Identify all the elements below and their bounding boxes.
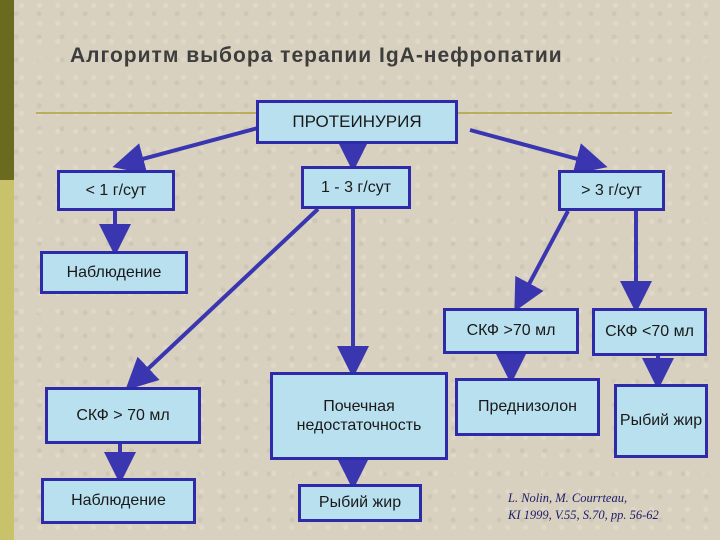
- node-observation-top: Наблюдение: [40, 251, 188, 294]
- node-renal-failure: Почечная недостаточность: [270, 372, 448, 460]
- arrow-to-gfr-gt70-left: [125, 207, 320, 391]
- node-lt1: < 1 г/сут: [57, 170, 175, 211]
- arrow-to-lt1: [112, 126, 259, 175]
- node-gfr-gt70-right: СКФ >70 мл: [443, 308, 579, 354]
- sidebar-accent: [0, 0, 14, 540]
- node-fish-oil-bottom: Рыбий жир: [298, 484, 422, 522]
- node-prednisolone: Преднизолон: [455, 378, 600, 436]
- reference-citation: L. Nolin, M. Courrteau, KI 1999, V.55, S…: [508, 490, 708, 524]
- node-gt3: > 3 г/сут: [558, 170, 665, 211]
- node-mid: 1 - 3 г/сут: [301, 166, 411, 209]
- node-gfr-gt70-left: СКФ > 70 мл: [45, 387, 201, 444]
- sidebar-accent-top: [0, 0, 14, 180]
- reference-line-1: L. Nolin, M. Courrteau,: [508, 491, 628, 505]
- reference-line-2: KI 1999, V.55, S.70, pp. 56-62: [508, 507, 659, 522]
- slide-title: Алгоритм выбора терапии IgA-нефропатии: [70, 44, 563, 67]
- arrow-to-gt3: [469, 128, 608, 175]
- node-fish-oil-right: Рыбий жир: [614, 384, 708, 458]
- arrow-to-gfr-gt70-right: [514, 210, 570, 312]
- node-observation-bottom: Наблюдение: [41, 478, 196, 524]
- sidebar-accent-bottom: [0, 180, 14, 540]
- node-gfr-lt70: СКФ <70 мл: [592, 308, 707, 356]
- node-proteinuria: ПРОТЕИНУРИЯ: [256, 100, 458, 144]
